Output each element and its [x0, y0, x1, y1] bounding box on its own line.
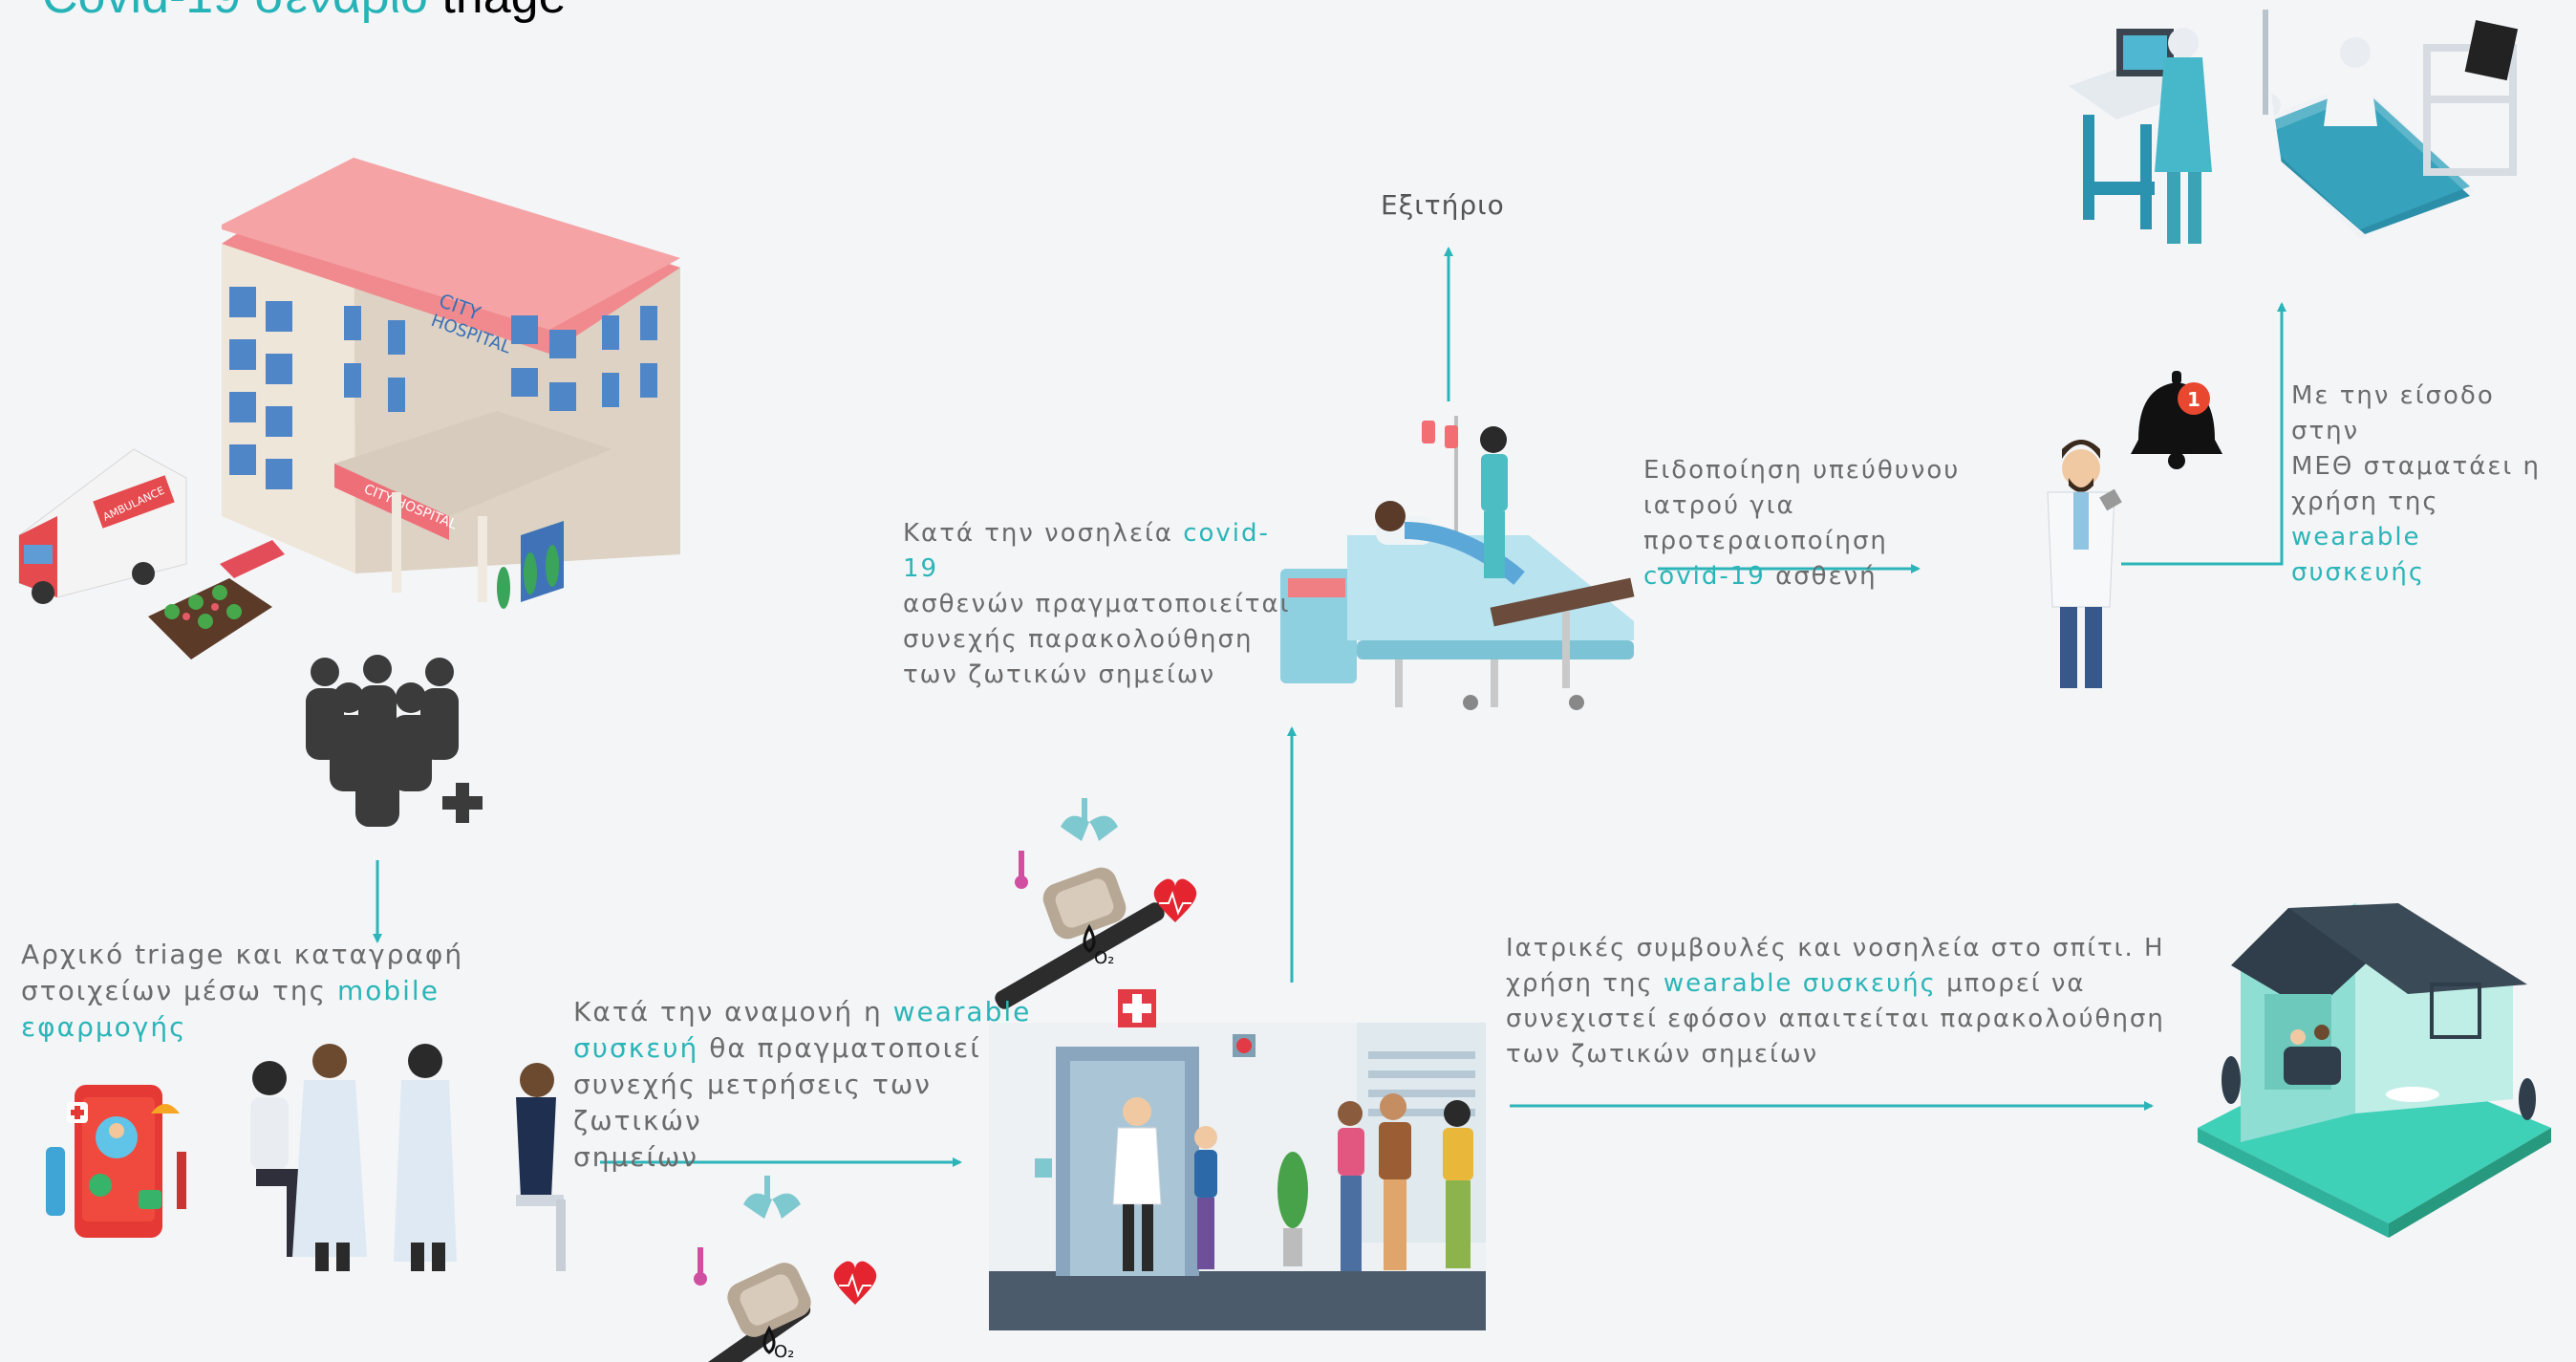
- hospital-bed-illustration: [1280, 416, 1635, 710]
- arrow-to-icu: [2121, 302, 2286, 566]
- step-notification-text: Ειδοποίηση υπεύθυνου ιατρού για προτεραι…: [1643, 456, 1961, 591]
- doctor-illustration: [2047, 440, 2122, 688]
- icu-illustration: [2069, 10, 2519, 244]
- notification-bell-icon: 1: [2131, 371, 2222, 469]
- svg-text:O₂: O₂: [774, 1342, 794, 1362]
- page-title: Covid-19 σενάριο triage: [42, 0, 566, 25]
- waiting-room-illustration: [989, 989, 1486, 1330]
- title-accent: Covid-19 σενάριο: [42, 0, 428, 24]
- step-initial-triage-text: Αρχικό triage και καταγραφή στοιχείων μέ…: [21, 939, 464, 1043]
- step-waiting-text: Κατά την αναμονή η wearable συσκευή θα π…: [573, 996, 1032, 1173]
- mobile-app-illustration: [46, 1085, 186, 1238]
- title-rest: triage: [441, 0, 566, 24]
- discharge-label: Εξιτήριο: [1381, 189, 1505, 221]
- patients-group-icon: [306, 655, 483, 827]
- badge-count: 1: [2187, 388, 2200, 411]
- garden-illustration: [148, 540, 285, 659]
- hospital-building-illustration: CITY HOSPITAL CITY HOSPITAL: [222, 158, 680, 609]
- step-icu-text: Με την είσοδο στην ΜΕΘ σταματάει η χρήση…: [2291, 381, 2541, 587]
- step-home-text: Ιατρικές συμβουλές και νοσηλεία στο σπίτ…: [1506, 934, 2165, 1069]
- svg-text:O₂: O₂: [1094, 948, 1114, 968]
- home-illustration: [2198, 903, 2551, 1238]
- doctor-consultation-illustration: [250, 1044, 566, 1271]
- ambulance-illustration: AMBULANCE: [18, 448, 187, 604]
- wearable-device-illustration-1: O₂: [679, 1176, 877, 1362]
- wearable-device-illustration-2: O₂: [995, 798, 1197, 1009]
- step-hospitalization-text: Κατά την νοσηλεία covid-19 ασθενών πραγμ…: [903, 519, 1291, 689]
